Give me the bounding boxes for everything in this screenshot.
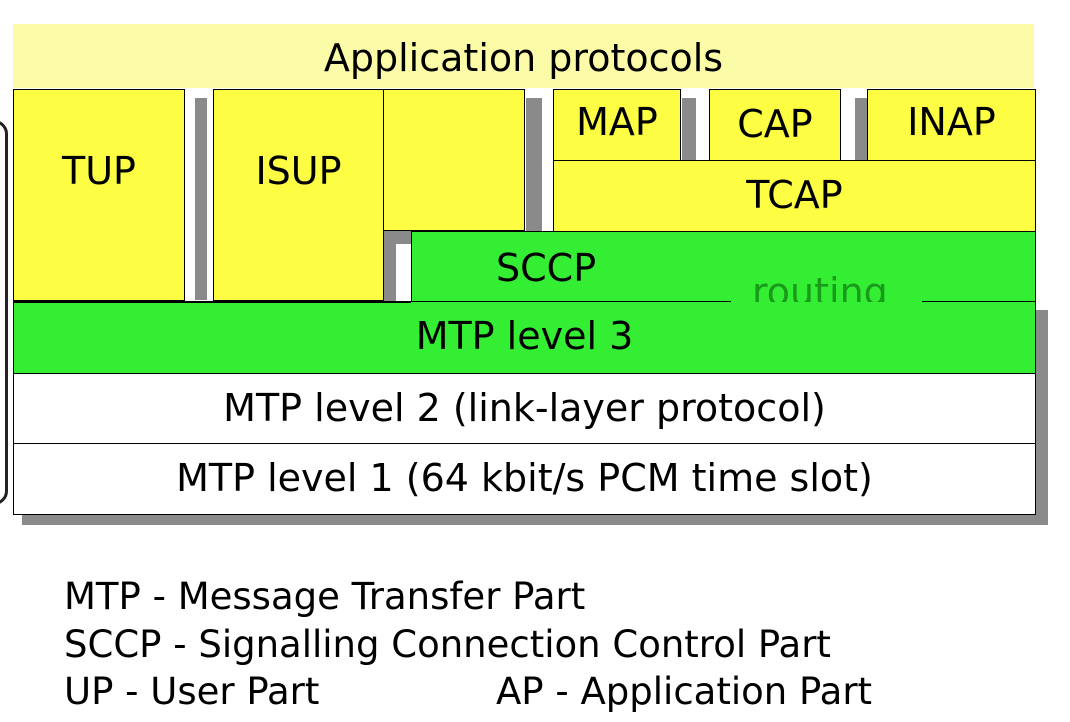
- cap-label: CAP: [737, 102, 813, 146]
- cap-box: CAP: [709, 89, 841, 161]
- map-label: MAP: [576, 100, 658, 144]
- isup-box: ISUP: [213, 89, 384, 301]
- legend-mtp: MTP - Message Transfer Part: [64, 575, 586, 618]
- mtp-level-2-box: MTP level 2 (link-layer protocol): [13, 373, 1036, 444]
- isup-extension-block: [383, 89, 525, 231]
- isup-label: ISUP: [255, 149, 342, 193]
- sccp-label: SCCP: [496, 246, 597, 290]
- application-protocols-label: Application protocols: [323, 36, 724, 80]
- legend-sccp: SCCP - Signalling Connection Control Par…: [64, 623, 831, 666]
- legend-up: UP - User Part: [64, 670, 320, 713]
- mtp-level-3-label: MTP level 3: [415, 314, 634, 358]
- left-bracket-edge: [0, 120, 8, 505]
- mtp-level-3-box: MTP level 3: [13, 302, 1036, 374]
- application-protocols-band: Application protocols: [13, 24, 1034, 88]
- inap-box: INAP: [867, 89, 1036, 161]
- mtp-level-2-label: MTP level 2 (link-layer protocol): [223, 386, 826, 430]
- mtp-level-1-label: MTP level 1 (64 kbit/s PCM time slot): [176, 456, 873, 500]
- tcap-label: TCAP: [746, 173, 843, 217]
- legend-ap: AP - Application Part: [496, 670, 873, 713]
- sccp-box: SCCP: [411, 231, 1036, 303]
- tup-label: TUP: [62, 149, 136, 193]
- inap-label: INAP: [907, 100, 996, 144]
- mtp-level-1-box: MTP level 1 (64 kbit/s PCM time slot): [13, 443, 1036, 515]
- tcap-box: TCAP: [553, 160, 1036, 232]
- tup-box: TUP: [13, 89, 185, 301]
- map-box: MAP: [553, 89, 681, 161]
